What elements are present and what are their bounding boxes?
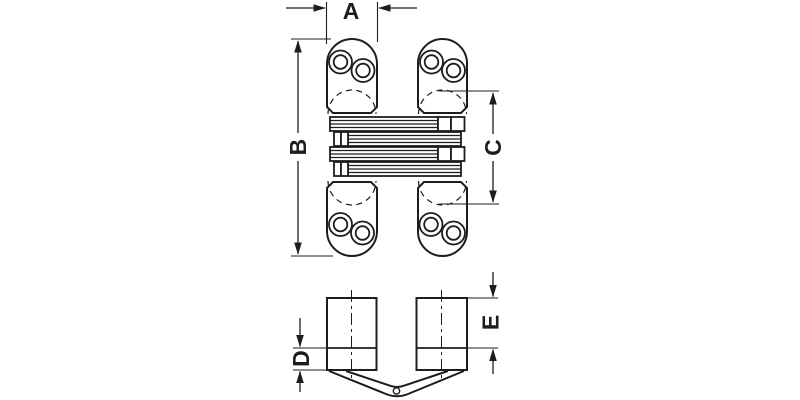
screw-hole-inner [332,54,349,70]
screw-hole-inner [445,225,462,241]
link-pivot-block [333,131,342,147]
link-pivot-block [437,116,452,132]
screw-hole-inner [423,216,439,233]
drill-clearance-arc-top-left [327,89,377,115]
dimension-label-e: E [478,315,504,330]
link-strap-inner-edge [345,370,449,388]
dimension-e: E [466,272,504,374]
link-strap-outer-edge [328,370,465,398]
screw-hole-inner [354,225,371,241]
link-pivot-block [450,116,466,132]
drill-clearance-arc-top-right [417,89,468,115]
link-pivot-block [450,146,466,162]
front-elevation-view: A B C [285,0,506,257]
strap-pivot-hole [392,387,401,395]
link-pivot-block [340,131,349,147]
link-pivot-block [333,161,342,177]
dimension-label-c: C [480,139,506,156]
link-pivot-block [437,146,452,162]
dimension-a: A [286,0,417,44]
drill-clearance-arc-bottom-right [417,180,468,206]
dimension-d: D [288,318,328,392]
dimension-label-b: B [285,139,311,156]
link-stack [329,116,466,177]
dimension-b: B [285,38,333,257]
dimension-c: C [439,90,506,205]
screw-hole [328,49,466,246]
end-view: D E [288,272,504,398]
screw-hole-inner [423,54,440,70]
drill-clearance-arc-bottom-left [327,180,377,206]
hinge-body-left [326,297,378,371]
screw-hole-inner [445,62,462,79]
screw-hole-inner [332,216,349,233]
hinge-body-right [415,297,468,371]
dimension-label-a: A [343,0,360,24]
link-pivot-block [340,161,349,177]
dimension-label-d: D [288,350,314,367]
screw-hole-inner [355,62,371,79]
